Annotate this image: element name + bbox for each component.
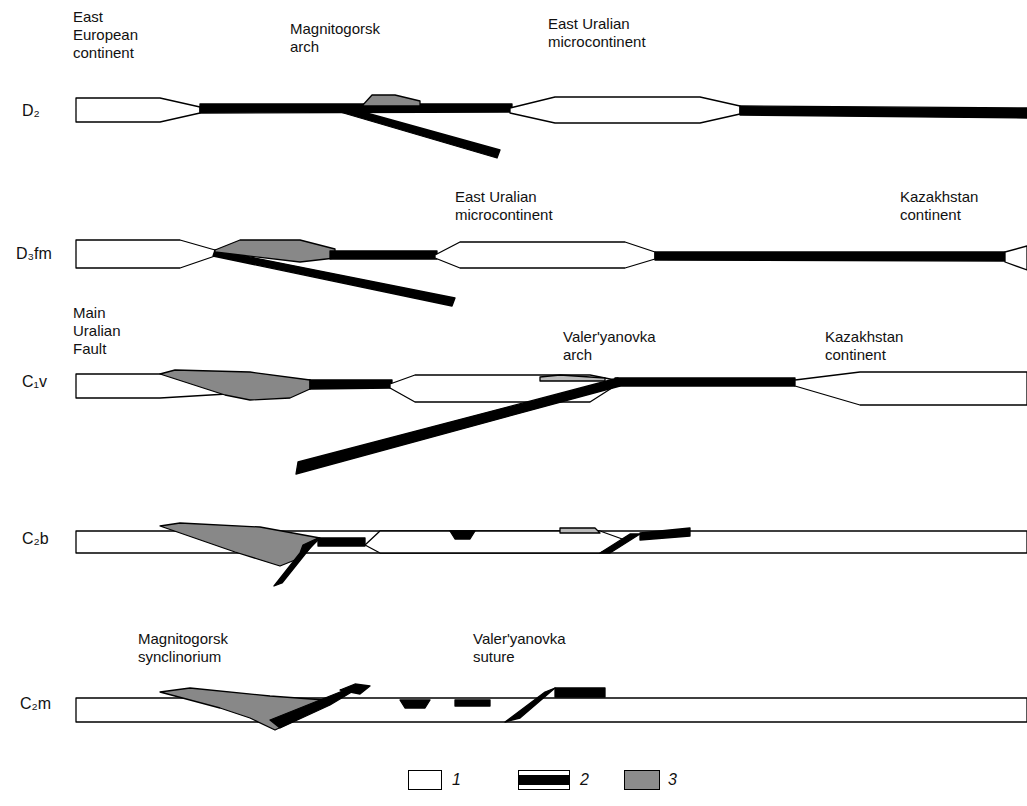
place-name: Valer'yanovka suture: [473, 630, 583, 666]
place-name: Kazakhstan continent: [900, 188, 1000, 224]
legend-number: 1: [452, 771, 461, 789]
place-name: Valer'yanovka arch: [563, 328, 673, 364]
legend-frame: [408, 770, 442, 790]
legend-swatch: [519, 775, 569, 785]
legend-swatch: [409, 771, 441, 789]
place-name: East European continent: [73, 8, 153, 62]
legend-swatch: [625, 771, 659, 789]
row-label: D₂: [22, 102, 62, 120]
legend-number: 3: [668, 771, 677, 789]
place-name: East Uralian microcontinent: [548, 15, 683, 51]
legend-number: 2: [580, 771, 589, 789]
place-name: East Uralian microcontinent: [455, 188, 590, 224]
row-label: C₂m: [20, 695, 75, 713]
place-name: Kazakhstan continent: [825, 328, 925, 364]
row-label: C₁v: [22, 373, 67, 391]
place-name: Main Uralian Fault: [73, 304, 153, 358]
place-name: Magnitogorsk arch: [290, 20, 400, 56]
legend-frame: [624, 770, 660, 790]
row-label: C₂b: [22, 530, 67, 548]
place-name: Magnitogorsk synclinorium: [138, 630, 298, 666]
legend-frame: [518, 770, 570, 790]
row-label: D₃fm: [16, 245, 71, 263]
